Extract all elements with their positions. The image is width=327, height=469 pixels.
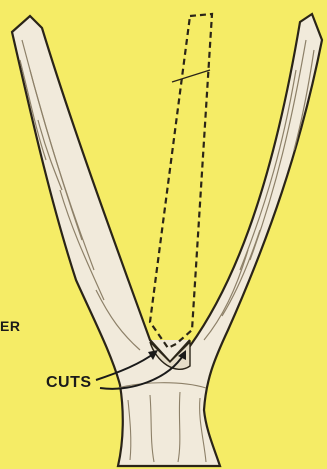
cuts-label: CUTS [46,374,92,392]
left-edge-label-fragment: ER [0,318,20,334]
